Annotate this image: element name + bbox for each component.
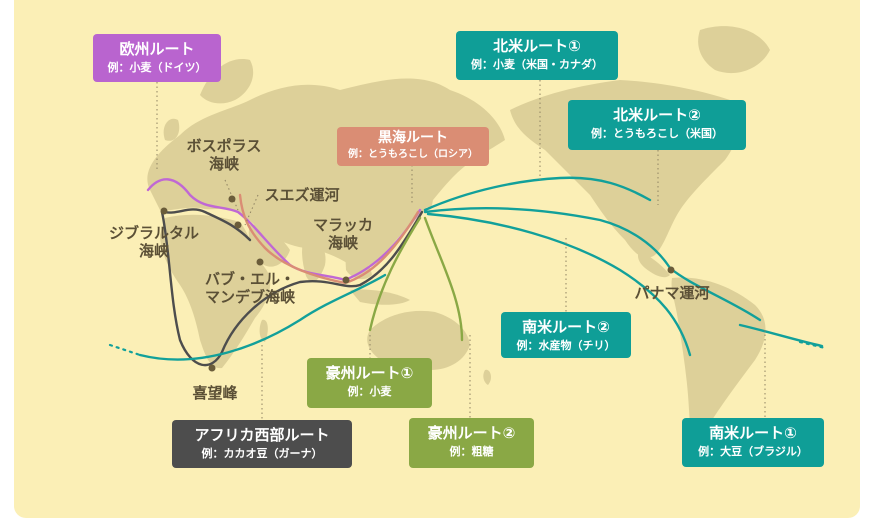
landmass-madagascar (259, 319, 268, 342)
route-box-na1: 北米ルート① 例：小麦（米国・カナダ） (456, 31, 618, 80)
route-black-sea (238, 193, 420, 285)
route-sa1-dotted-west (108, 343, 142, 357)
route-box-black-sea: 黒海ルート 例：とうもろこし（ロシア） (337, 127, 489, 166)
route-box-africa: アフリカ西部ルート 例：カカオ豆（ガーナ） (172, 420, 352, 468)
route-title: 南米ルート① (709, 424, 797, 442)
route-example: 例：粗糖 (449, 444, 494, 458)
route-example: 例：小麦 (347, 384, 392, 398)
route-example: 例：小麦（米国・カナダ） (471, 57, 603, 71)
route-australia-1 (368, 216, 422, 332)
route-example: 例：とうもろこし（米国） (591, 126, 723, 140)
node-panama (667, 266, 675, 274)
place-panama: パナマ運河 (634, 284, 710, 302)
route-example: 例：小麦（ドイツ） (107, 60, 207, 74)
route-na1 (423, 176, 652, 212)
route-sa1-east (738, 323, 824, 348)
route-sa2 (426, 212, 692, 357)
landmass-eurasia (147, 78, 505, 267)
route-title: アフリカ西部ルート (194, 426, 330, 444)
landmass-newzealand (483, 369, 492, 385)
route-box-au2: 豪州ルート② 例：粗糖 (409, 418, 534, 468)
place-bosporus: ボスポラス 海峡 (186, 137, 262, 173)
leader-bosporus (224, 179, 239, 211)
route-example: 例：カカオ豆（ガーナ） (201, 446, 323, 460)
route-title: 黒海ルート (378, 130, 448, 146)
node-bosporus (228, 195, 236, 203)
landmass-greenland (698, 26, 770, 74)
route-australia-2 (423, 216, 464, 342)
route-sa1-dotted-east (798, 340, 827, 350)
node-bab (256, 258, 264, 266)
landmass-australia (367, 310, 470, 370)
route-box-europe: 欧州ルート 例：小麦（ドイツ） (93, 34, 221, 82)
route-sa1 (138, 273, 387, 361)
place-gibraltar: ジブラルタル 海峡 (108, 224, 199, 260)
route-africa-2 (162, 208, 252, 242)
place-bab: バブ・エル・ マンデブ海峡 (204, 270, 295, 306)
route-example: 例：大豆（ブラジル） (698, 444, 808, 458)
node-malacca (342, 276, 350, 284)
place-suez: スエズ運河 (264, 186, 340, 204)
route-title: 北米ルート① (493, 37, 581, 55)
route-example: 例：とうもろこし（ロシア） (348, 148, 478, 160)
node-suez (234, 221, 242, 229)
landmass-seasia (345, 250, 372, 280)
route-box-sa2: 南米ルート② 例：水産物（チリ） (501, 312, 631, 358)
route-title: 豪州ルート① (325, 364, 414, 382)
landmass-japan (423, 180, 433, 210)
route-title: 北米ルート② (613, 106, 701, 124)
route-na2 (423, 207, 672, 270)
route-box-sa1: 南米ルート① 例：大豆（ブラジル） (682, 418, 824, 467)
landmass-scandinavia (200, 59, 254, 104)
route-panama (668, 266, 762, 322)
route-title: 欧州ルート (119, 40, 195, 58)
node-gibraltar (160, 207, 168, 215)
node-cape (208, 364, 216, 372)
landmass-central-america (637, 250, 670, 278)
route-box-au1: 豪州ルート① 例：小麦 (307, 358, 432, 408)
route-title: 南米ルート② (522, 318, 610, 336)
route-title: 豪州ルート② (427, 424, 516, 442)
landmass-uk (163, 118, 180, 141)
landmass-india (302, 235, 326, 282)
route-box-na2: 北米ルート② 例：とうもろこし（米国） (568, 100, 746, 150)
landmass-south-america (671, 277, 766, 460)
leader-suez (244, 194, 259, 226)
place-cape: 喜望峰 (192, 384, 238, 402)
place-malacca: マラッカ 海峡 (312, 216, 373, 252)
route-example: 例：水産物（チリ） (516, 338, 616, 352)
route-europe (146, 178, 422, 282)
landmass-africa (160, 214, 271, 369)
route-africa (160, 210, 424, 367)
